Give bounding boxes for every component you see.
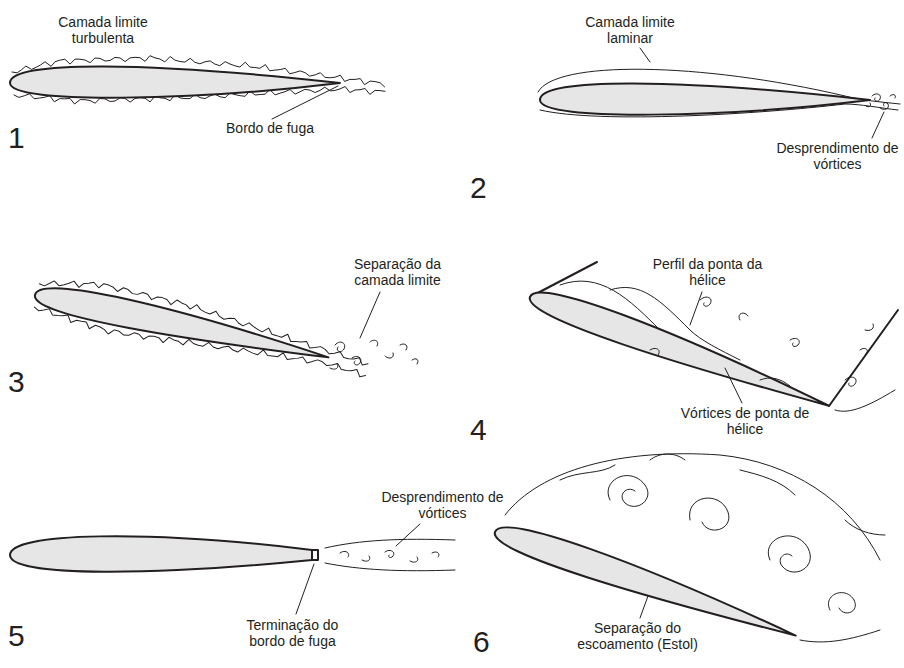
leader-line <box>360 292 380 338</box>
leader-line <box>272 86 338 119</box>
separation-label: Separação da camada limite <box>340 256 455 288</box>
airfoil <box>10 66 340 97</box>
tip-vortices <box>560 281 895 411</box>
vortex-shedding <box>325 539 455 570</box>
trailing-edge-label: Bordo de fuga <box>215 120 325 136</box>
airfoil <box>10 536 312 571</box>
airfoil <box>526 283 834 418</box>
leader-line <box>296 564 314 614</box>
panel-number: 3 <box>8 366 38 398</box>
separation-wake <box>330 340 418 369</box>
vortex-shedding-label: Desprendimento de vórtices <box>775 140 900 172</box>
vortex-shedding <box>866 94 896 110</box>
airfoil <box>540 83 870 114</box>
leader-line <box>640 596 648 618</box>
airfoil <box>32 280 331 370</box>
blunt-trailing-edge <box>312 550 318 560</box>
leader-line <box>872 112 884 138</box>
trailing-edge-label: Terminação do bordo de fuga <box>235 617 350 649</box>
vortex-shedding-label: Desprendimento de vórtices <box>380 489 505 521</box>
leader-line <box>640 48 650 62</box>
panel-number: 4 <box>470 414 500 446</box>
leader-line <box>725 368 742 403</box>
panel-number: 2 <box>470 172 500 204</box>
blade-tip-label: Perfil da ponta da hélice <box>650 256 765 288</box>
tip-vortex-label: Vórtices de ponta de hélice <box>680 405 810 437</box>
leader-line <box>690 292 702 325</box>
panel-number: 5 <box>8 620 38 652</box>
leader-line <box>396 524 420 546</box>
panel-number: 6 <box>473 626 503 658</box>
stall-label: Separação do escoamento (Estol) <box>565 620 710 652</box>
propeller-tip-edge <box>829 310 898 406</box>
boundary-layer-label: Camada limite turbulenta <box>48 14 158 46</box>
panel-number: 1 <box>8 122 38 154</box>
boundary-layer-label: Camada limite laminar <box>580 14 680 46</box>
